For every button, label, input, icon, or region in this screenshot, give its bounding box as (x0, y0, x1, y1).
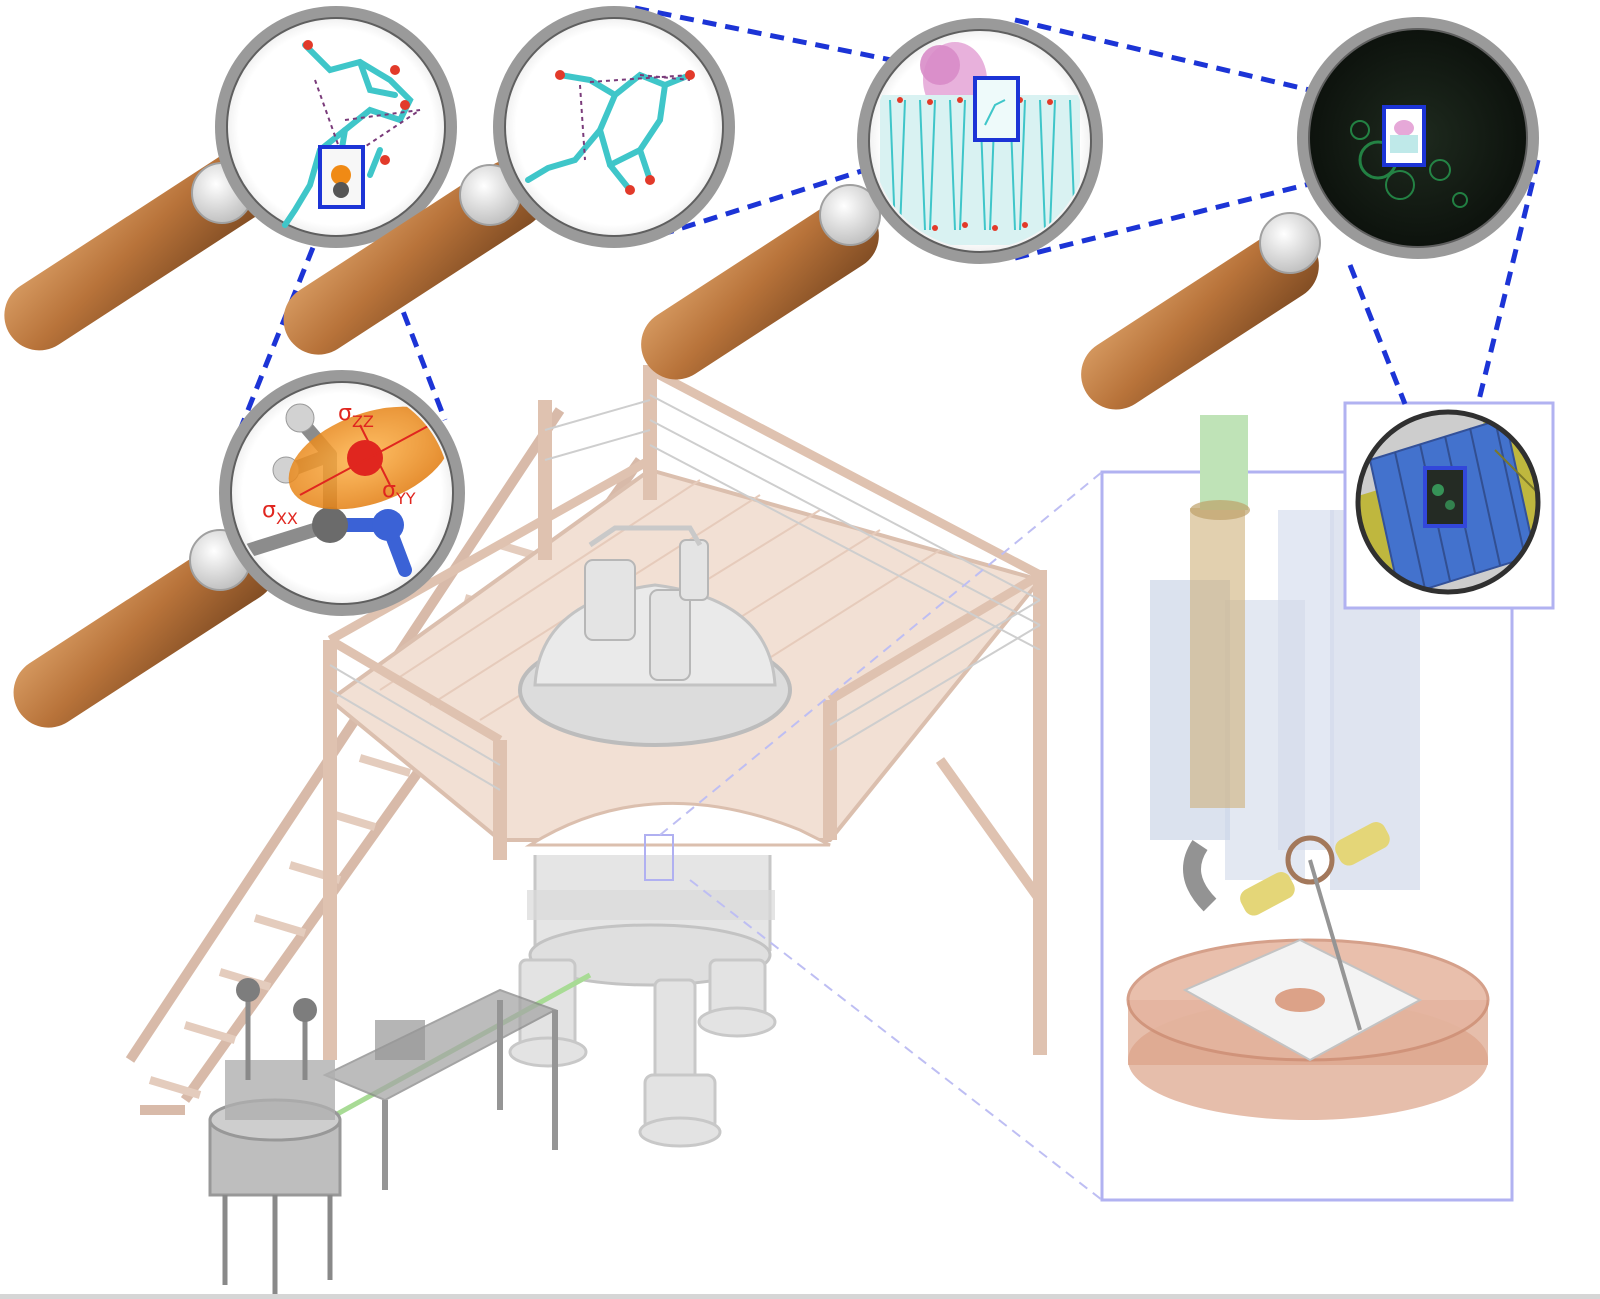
molecule-icon (525, 71, 693, 193)
cell-image-icon (1350, 120, 1468, 208)
probe-icon (1126, 415, 1490, 1120)
sigma-zz-label: σZZ (338, 401, 374, 431)
sigma-xx-label: σXX (262, 498, 298, 528)
bottom-rule (0, 1294, 1600, 1299)
membrane-zoom-box (973, 76, 1020, 142)
tensor-molecule-icon (243, 403, 450, 577)
railing-wires (329, 394, 1041, 791)
magnifier-icon (4, 6, 457, 351)
magnet-icon (508, 525, 792, 1148)
nmr-apparatus (125, 365, 1555, 1295)
rotor-icon (1355, 409, 1541, 595)
platform-cutout (524, 801, 831, 847)
magnifier-icon (1081, 17, 1539, 410)
molecule-icon (282, 42, 414, 228)
magnifier-icon: σZZ σXX σYY (13, 370, 465, 728)
inset-connectors (659, 471, 1103, 1201)
green-tube (1200, 415, 1248, 510)
sigma-yy-label: σYY (382, 478, 416, 508)
platform-legs (643, 470, 1047, 1055)
magnifier-icon (641, 18, 1103, 380)
magnifier-icon (283, 6, 735, 355)
optics-table (208, 978, 558, 1295)
railing-bars (327, 366, 1043, 744)
